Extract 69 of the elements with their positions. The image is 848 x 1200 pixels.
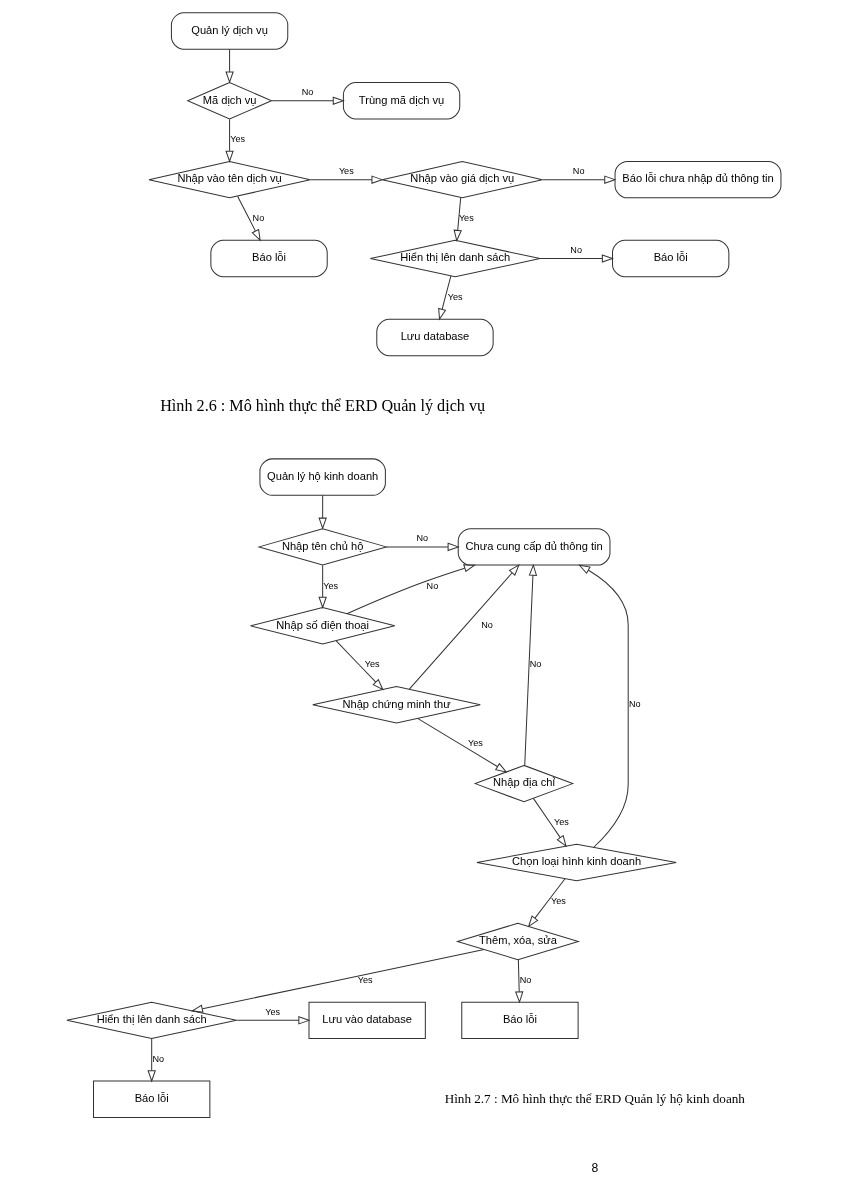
edge-label: No	[628, 698, 641, 709]
node-diamond: Hiển thị lên danh sách	[369, 239, 541, 278]
arrow	[237, 195, 261, 242]
arrow	[453, 197, 462, 243]
edge-label: No	[426, 580, 439, 591]
edge-label: Yes	[458, 213, 474, 224]
node-diamond: Nhập vào giá dịch vụ	[381, 160, 543, 199]
edge-label: Yes	[447, 292, 463, 303]
arrow	[539, 254, 614, 263]
node-box: Quản lý dịch vụ	[170, 12, 289, 50]
arrow	[147, 1038, 156, 1083]
arrow	[309, 175, 384, 184]
node-box: Lưu vào database	[308, 1001, 426, 1040]
node-diamond: Nhập vào tên dịch vụ	[148, 160, 311, 199]
arrow	[408, 564, 520, 690]
edge-label: No	[416, 533, 429, 544]
arrow	[417, 717, 508, 773]
node-diamond: Nhập tên chủ hộ	[257, 528, 389, 566]
edge-label: Yes	[230, 134, 246, 145]
arrow	[541, 175, 617, 184]
arrow	[225, 118, 234, 163]
arrow	[527, 878, 566, 928]
node-box: Lưu database	[376, 318, 494, 357]
arrow	[385, 542, 460, 552]
label: 8	[591, 1161, 599, 1176]
arrow	[190, 949, 485, 1013]
edge-label: No	[252, 213, 265, 224]
node-box: Báo lỗi	[210, 239, 328, 278]
node-box: Chưa cung cấp đủ thông tin	[457, 528, 611, 566]
node-box: Quản lý hộ kinh doanh	[259, 458, 386, 496]
edge-label: Yes	[468, 738, 483, 749]
arrow	[578, 564, 629, 848]
edge-label: No	[519, 975, 532, 986]
label: Hình 2.6 : Mô hình thực thể ERD Quản lý dịch vụ	[160, 397, 486, 415]
arrow	[318, 564, 327, 609]
edge-label: Yes	[357, 975, 373, 986]
edge-label: Yes	[265, 1006, 281, 1017]
edge-label: No	[152, 1054, 165, 1065]
edge-label: No	[301, 86, 314, 97]
arrow	[524, 563, 538, 767]
node-box: Báo lỗi	[461, 1001, 579, 1040]
node-box: Trùng mã dịch vụ	[342, 82, 461, 120]
arrow	[438, 275, 452, 321]
arrow	[514, 959, 524, 1004]
edge-label: No	[570, 244, 582, 255]
arrow	[318, 495, 327, 530]
node-diamond: Chọn loại hình kinh doanh	[476, 843, 677, 882]
node-box: Báo lỗi	[612, 239, 730, 278]
arrow	[271, 96, 345, 105]
node-box: Báo lỗi	[93, 1080, 211, 1118]
node-box: Báo lỗi chưa nhập đủ thông tin	[614, 160, 782, 199]
arrow	[225, 48, 234, 84]
node-diamond: Nhập chứng minh thư	[312, 686, 481, 724]
edge-label: No	[481, 620, 493, 631]
edge-label: Yes	[554, 817, 569, 828]
edge-label: Yes	[550, 896, 566, 907]
node-diamond: Mã dịch vụ	[186, 81, 273, 120]
edge-label: No	[529, 659, 542, 670]
arrow	[335, 640, 384, 691]
edge-label: Yes	[364, 659, 380, 670]
edge-label: No	[572, 165, 585, 176]
arrow	[346, 564, 476, 615]
edge-label: Yes	[338, 165, 354, 176]
node-diamond: Nhập số điện thoại	[250, 607, 396, 645]
edge-label: Yes	[323, 580, 339, 591]
arrow	[236, 1016, 311, 1025]
arrow	[532, 797, 567, 848]
node-diamond: Thêm, xóa, sửa	[455, 922, 581, 961]
label: Hình 2.7 : Mô hình thực thể ERD Quản lý hộ kinh doanh	[444, 1090, 745, 1106]
